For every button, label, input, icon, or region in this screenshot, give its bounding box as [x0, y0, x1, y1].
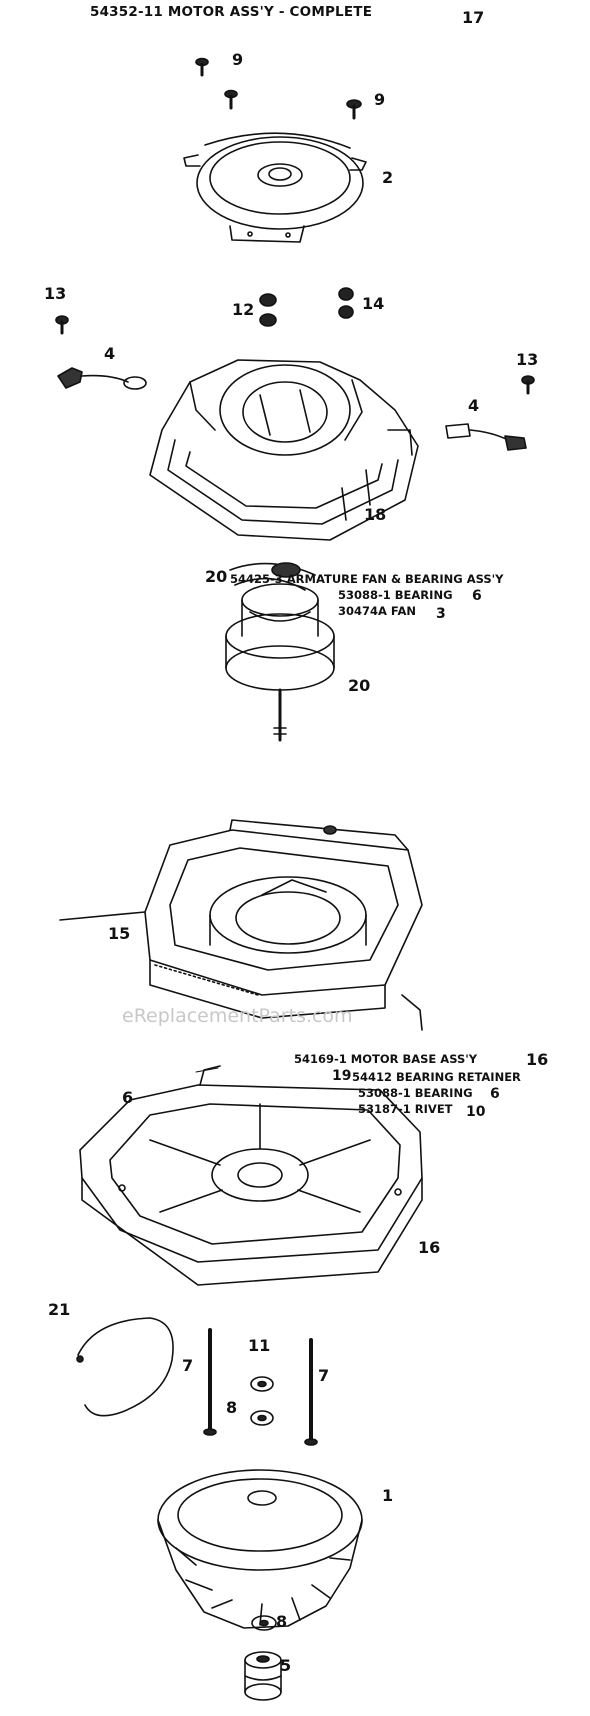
base-bearing-label: 53088-1 BEARING [358, 1086, 473, 1100]
screw-9-part [346, 99, 362, 120]
armature-fan-label: 30474A FAN [338, 604, 416, 618]
callout-5: 5 [280, 1656, 292, 1675]
field-frame-part [149, 359, 419, 541]
callout-20: 20 [348, 676, 371, 695]
callout-18: 18 [364, 505, 387, 524]
nut-8-part [251, 1615, 277, 1631]
bolt-7-part [304, 1338, 318, 1446]
callout-13-left: 13 [44, 284, 67, 303]
armature-bearing-label: 53088-1 BEARING [338, 588, 453, 602]
diagram-title: 54352-11 MOTOR ASS'Y - COMPLETE [90, 4, 373, 20]
callout-4-left: 4 [104, 344, 116, 363]
motor-base-part [79, 1065, 423, 1286]
bolt-7-part [203, 1328, 217, 1436]
armature-assembly-label: 54425-3 ARMATURE FAN & BEARING ASS'Y [230, 572, 504, 586]
armature-part [225, 562, 335, 742]
rivet-callout: 10 [466, 1104, 486, 1120]
nut-8-part [250, 1410, 274, 1426]
armature-fan-callout: 3 [436, 606, 446, 622]
brush-4-part [445, 423, 527, 451]
callout-7-left: 7 [182, 1356, 194, 1375]
screw-9-part [224, 89, 238, 110]
brush-4-part [57, 367, 147, 390]
lead-wire-part [76, 1317, 174, 1417]
callout-14: 14 [362, 294, 385, 313]
callout-1: 1 [382, 1486, 394, 1505]
callout-16: 16 [418, 1238, 441, 1257]
base-bearing-callout: 6 [490, 1086, 500, 1102]
pulley-5-part [244, 1651, 282, 1701]
callout-13-right: 13 [516, 350, 539, 369]
callout-4-right: 4 [468, 396, 480, 415]
stator-part [59, 819, 423, 1031]
bushing-12-part [259, 293, 277, 327]
fan-part [157, 1469, 363, 1629]
callout-2: 2 [382, 168, 394, 187]
bushing-14-part [338, 287, 354, 319]
armature-callout-20: 20 [205, 567, 228, 586]
end-bell-part [183, 132, 367, 243]
rivet-label: 53187-1 RIVET [358, 1102, 453, 1116]
callout-12: 12 [232, 300, 255, 319]
retainer-label: 54412 BEARING RETAINER [352, 1070, 521, 1084]
callout-21: 21 [48, 1300, 71, 1319]
screw-13-part [55, 315, 69, 335]
callout-6: 6 [122, 1088, 134, 1107]
nut-11-part [250, 1376, 274, 1392]
callout-11: 11 [248, 1336, 271, 1355]
callout-17: 17 [462, 8, 485, 27]
screw-9-part [195, 57, 209, 77]
retainer-callout: 19 [332, 1068, 352, 1084]
watermark: eReplacementParts.com [122, 1005, 353, 1027]
screw-13-part [521, 375, 535, 395]
armature-bearing-callout: 6 [472, 588, 482, 604]
motor-base-callout: 16 [526, 1050, 549, 1069]
callout-7-right: 7 [318, 1366, 330, 1385]
callout-9-b: 9 [374, 90, 386, 109]
callout-15: 15 [108, 924, 131, 943]
motor-base-label: 54169-1 MOTOR BASE ASS'Y [294, 1052, 478, 1066]
callout-8-top: 8 [226, 1398, 238, 1417]
callout-8-bottom: 8 [276, 1612, 288, 1631]
callout-9-a: 9 [232, 50, 244, 69]
